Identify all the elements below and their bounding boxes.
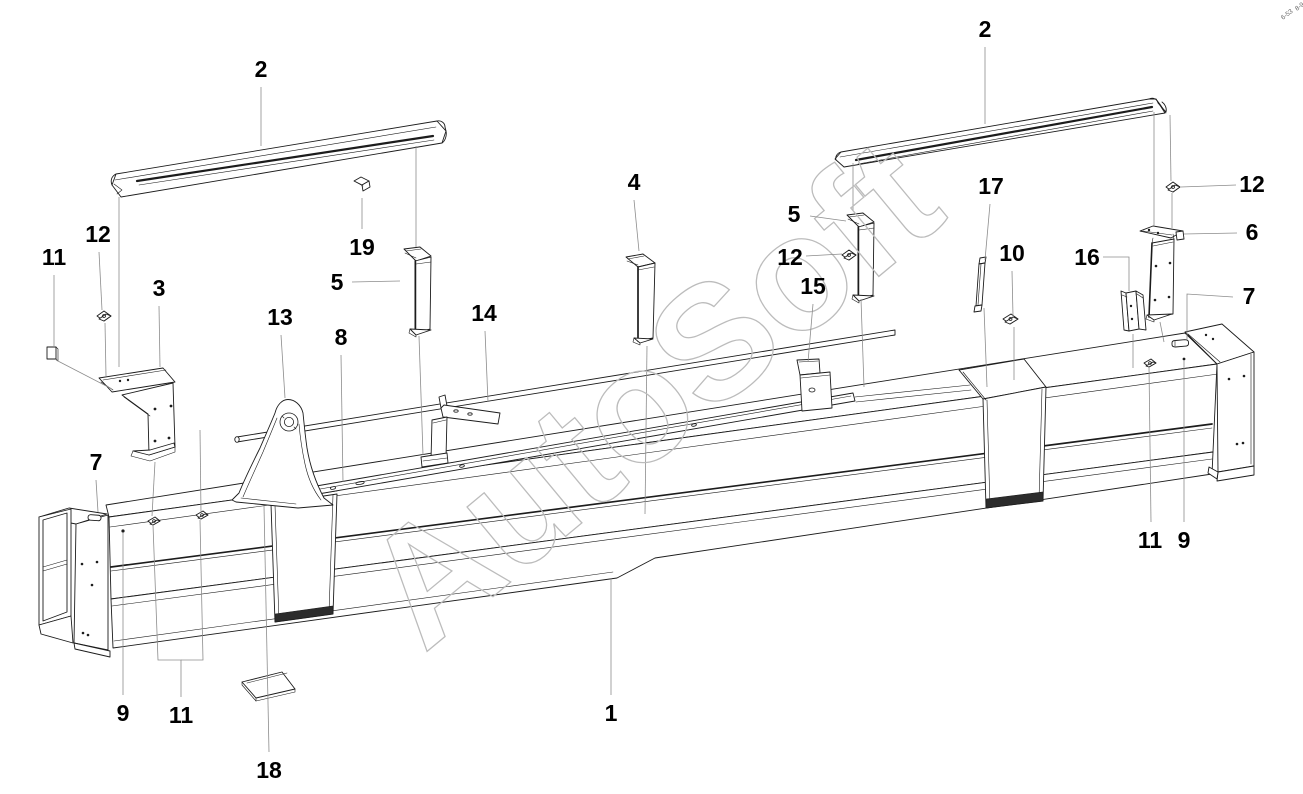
bracket-5-left [403, 246, 432, 338]
leader-line-12 [98, 251, 103, 311]
top-rail-left [110, 120, 447, 198]
main-beam [105, 332, 1219, 649]
leader-line-12 [805, 253, 843, 257]
leader-line-7 [95, 479, 99, 513]
part-label-7: 7 [90, 449, 103, 475]
leader-line-7 [1186, 293, 1234, 340]
part-label-11: 11 [42, 244, 67, 270]
left-collar [270, 490, 338, 623]
plate-18 [241, 671, 296, 702]
part-label-3: 3 [153, 275, 166, 301]
left-end-box [38, 507, 111, 658]
plug-7-right [1171, 339, 1189, 348]
part-label-17: 17 [978, 173, 1004, 199]
part-label-5: 5 [788, 201, 801, 227]
part-label-8: 8 [335, 324, 348, 350]
clip-12-left [96, 310, 112, 322]
part-label-18: 18 [256, 757, 282, 783]
part-label-4: 4 [628, 169, 641, 195]
leader-line-4 [633, 199, 640, 252]
bracket-5-right [846, 212, 875, 304]
leader-line-18 [263, 505, 270, 753]
projection-line [104, 322, 107, 377]
part-label-12: 12 [777, 244, 803, 270]
bracket-15 [796, 358, 833, 412]
clamp-14 [420, 394, 501, 468]
part-label-2: 2 [979, 16, 992, 42]
plug-7-left [87, 514, 102, 522]
leader-line-13 [280, 334, 286, 399]
projection-lines [55, 112, 1173, 517]
leader-line-14 [484, 330, 489, 403]
leader-line-16 [1103, 256, 1130, 291]
part-label-11: 11 [1138, 527, 1163, 553]
part-label-15: 15 [800, 273, 826, 299]
leader-line-10 [1011, 270, 1014, 317]
part-label-9: 9 [117, 700, 130, 726]
bolt-9-right [1182, 357, 1186, 361]
bracket-16 [1120, 290, 1147, 332]
bolt-9-left [121, 529, 125, 533]
leader-line-8 [340, 354, 344, 483]
leader-line-17 [984, 203, 991, 261]
clip-12-right [1165, 181, 1181, 193]
top-rail-right [834, 97, 1167, 168]
clip-10 [1002, 313, 1019, 325]
bracket-4 [625, 253, 656, 346]
part-label-19: 19 [349, 234, 375, 260]
tow-bracket-13 [231, 399, 334, 509]
clip-19 [353, 176, 371, 192]
part-label-14: 14 [471, 300, 497, 326]
corner-mark-text: 8-94 [1294, 0, 1303, 13]
part-label-12: 12 [85, 221, 111, 247]
part-label-2: 2 [255, 56, 268, 82]
right-end-box [1184, 323, 1255, 482]
part-label-11: 11 [169, 702, 194, 728]
part-label-13: 13 [267, 304, 293, 330]
projection-line [644, 345, 648, 515]
part-label-9: 9 [1178, 527, 1191, 553]
projection-line [418, 335, 424, 456]
bracket-6 [1139, 225, 1185, 323]
projection-line [151, 461, 156, 517]
square-nut-11 [46, 346, 59, 362]
leader-line-15 [807, 303, 814, 363]
leader-line-3 [158, 305, 161, 368]
leader-line-12 [1180, 184, 1237, 188]
part-label-10: 10 [999, 240, 1025, 266]
clip-nut-11-right [1143, 358, 1157, 368]
part-label-7: 7 [1243, 283, 1256, 309]
part-label-16: 16 [1074, 244, 1100, 270]
part-label-5: 5 [331, 269, 344, 295]
leader-line-11 [152, 524, 182, 697]
projection-line [1159, 321, 1165, 343]
leader-line-11 [181, 519, 204, 661]
leader-line-5 [351, 280, 401, 283]
leader-line-11 [1148, 366, 1152, 523]
leader-line-6 [1183, 232, 1238, 235]
projection-line [199, 429, 202, 514]
bracket-3 [98, 367, 176, 462]
right-collar [958, 358, 1047, 509]
rod-8 [234, 329, 896, 443]
projection-line [55, 359, 113, 390]
part-label-12: 12 [1239, 171, 1265, 197]
corner-marks: 6-538-94 [1280, 0, 1303, 22]
strip-17 [973, 256, 987, 313]
part-label-6: 6 [1246, 219, 1259, 245]
leader-line-5 [809, 215, 847, 222]
projection-line [860, 298, 865, 388]
projection-line [983, 307, 988, 388]
part-label-1: 1 [605, 700, 618, 726]
corner-mark-text: 6-53 [1280, 8, 1295, 22]
clip-12-middle [841, 249, 857, 261]
projection-line [1169, 114, 1172, 182]
